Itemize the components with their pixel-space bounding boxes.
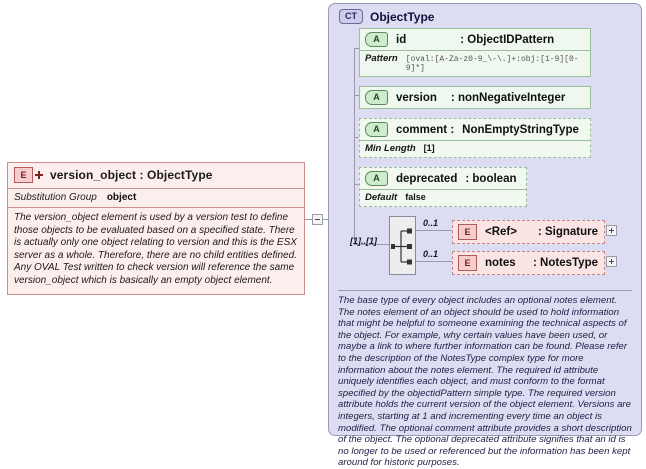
child-line-notes bbox=[416, 261, 452, 262]
element-expand-plus-icon[interactable] bbox=[35, 171, 43, 179]
attribute-id-facet: Pattern [oval:[A-Za-z0-9_\-\.]+:obj:[1-9… bbox=[360, 50, 590, 76]
expand-notes-icon[interactable] bbox=[606, 256, 617, 267]
child-element-ref[interactable]: E <Ref> : Signature bbox=[452, 220, 605, 244]
attribute-version-main: A version : nonNegativeInteger bbox=[360, 87, 590, 108]
attribute-name: version bbox=[396, 91, 437, 104]
facet-label: Default bbox=[365, 192, 398, 203]
attribute-type: : nonNegativeInteger bbox=[450, 91, 566, 104]
branch-deprecated bbox=[354, 184, 362, 185]
attribute-list: A id : ObjectIDPattern Pattern [oval:[A-… bbox=[359, 28, 629, 214]
sequence-compositor-icon[interactable] bbox=[389, 216, 416, 275]
element-badge-icon: E bbox=[14, 167, 33, 183]
attribute-deprecated-facet: Default false bbox=[360, 189, 526, 206]
element-header: E version_object : ObjectType bbox=[8, 163, 304, 189]
complex-type-badge-icon: CT bbox=[339, 9, 363, 24]
collapse-toggle-icon[interactable] bbox=[312, 214, 323, 225]
element-badge-icon: E bbox=[458, 255, 477, 271]
child-element-type: : NotesType bbox=[533, 257, 598, 269]
sequence-glyph-icon bbox=[391, 228, 412, 265]
attribute-badge-icon: A bbox=[365, 171, 388, 186]
facet-value: false bbox=[405, 192, 426, 202]
substitution-group-value: object bbox=[106, 192, 137, 203]
attribute-spine-line bbox=[354, 48, 355, 244]
complex-type-header: CT ObjectType bbox=[329, 4, 641, 24]
attribute-row-id[interactable]: A id : ObjectIDPattern Pattern [oval:[A-… bbox=[359, 28, 591, 77]
complex-type-title: ObjectType bbox=[370, 9, 435, 24]
child-line-ref bbox=[416, 230, 452, 231]
facet-label: Pattern bbox=[365, 53, 398, 64]
child-element-name: notes bbox=[485, 257, 516, 269]
element-title: version_object : ObjectType bbox=[50, 168, 213, 182]
attribute-comment-facet: Min Length [1] bbox=[360, 140, 590, 157]
occurrence-ref: 0..1 bbox=[423, 218, 439, 228]
complex-type-objecttype-panel[interactable]: CT ObjectType A id : ObjectIDPattern Pat… bbox=[328, 3, 642, 468]
attribute-row-version[interactable]: A version : nonNegativeInteger bbox=[359, 86, 591, 109]
attribute-badge-icon: A bbox=[365, 122, 388, 137]
branch-version bbox=[354, 95, 362, 96]
attribute-type: : boolean bbox=[465, 172, 517, 185]
facet-label: Min Length bbox=[365, 143, 416, 154]
expand-ref-icon[interactable] bbox=[606, 225, 617, 236]
attribute-row-deprecated[interactable]: A deprecated : boolean Default false bbox=[359, 167, 527, 207]
attribute-badge-icon: A bbox=[365, 90, 388, 105]
attribute-name: deprecated bbox=[396, 172, 458, 185]
schema-diagram-canvas: E version_object : ObjectType Substituti… bbox=[7, 3, 642, 468]
attribute-row-comment[interactable]: A comment : NonEmptyStringType Min Lengt… bbox=[359, 118, 591, 158]
child-element-notes[interactable]: E notes : NotesType bbox=[452, 251, 605, 275]
attribute-id-main: A id : ObjectIDPattern bbox=[360, 29, 590, 50]
child-element-type: : Signature bbox=[537, 226, 598, 238]
facet-value: [1] bbox=[423, 143, 435, 153]
compositor-cardinality: [1]..[1] bbox=[350, 236, 377, 246]
attribute-comment-main: A comment : NonEmptyStringType bbox=[360, 119, 590, 140]
element-description: The version_object element is used by a … bbox=[14, 212, 297, 286]
substitution-group-row: Substitution Group object bbox=[8, 189, 304, 208]
branch-compositor bbox=[354, 244, 389, 245]
facet-value: [oval:[A-Za-z0-9_\-\.]+:obj:[1-9][0-9]*] bbox=[405, 55, 579, 73]
attribute-name: id bbox=[396, 33, 407, 46]
attribute-type: : ObjectIDPattern bbox=[460, 33, 555, 46]
element-badge-icon: E bbox=[458, 224, 477, 240]
occurrence-notes: 0..1 bbox=[423, 249, 439, 259]
connector-line-left bbox=[305, 219, 312, 220]
branch-id bbox=[354, 48, 362, 49]
element-version-object-box[interactable]: E version_object : ObjectType Substituti… bbox=[7, 162, 305, 295]
branch-comment bbox=[354, 137, 362, 138]
child-element-name: <Ref> bbox=[485, 226, 517, 238]
attribute-deprecated-main: A deprecated : boolean bbox=[360, 168, 526, 189]
attribute-badge-icon: A bbox=[365, 32, 388, 47]
attribute-name: comment : bbox=[396, 123, 455, 136]
substitution-group-label: Substitution Group bbox=[14, 192, 97, 203]
complex-type-documentation: The base type of every object includes a… bbox=[338, 290, 632, 469]
attribute-type: NonEmptyStringType bbox=[462, 123, 579, 136]
